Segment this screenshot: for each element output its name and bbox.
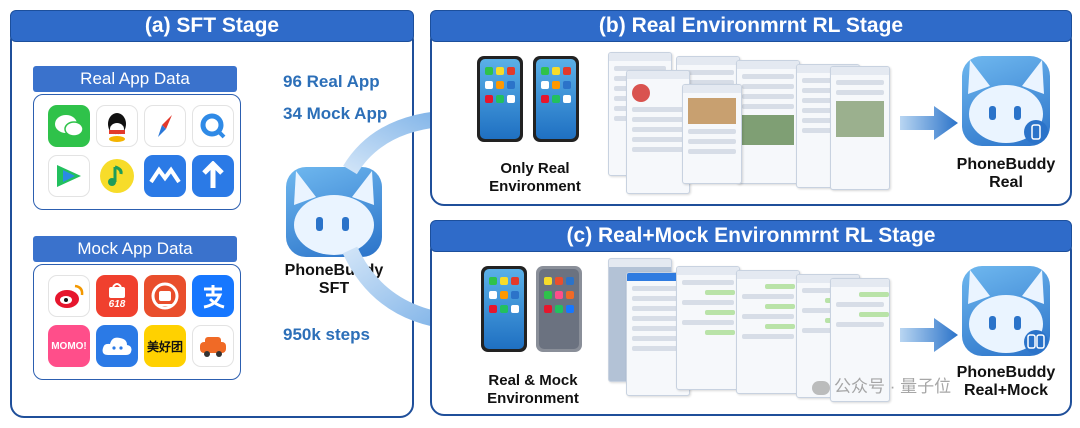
real-screenshot (830, 66, 890, 190)
phonebuddy-real-label-line2: Real (989, 174, 1023, 191)
real-screenshot (736, 60, 800, 184)
mock-app-count: 34 Mock App (283, 104, 388, 123)
search-app-icon (192, 105, 234, 147)
railway-icon (144, 275, 186, 317)
real-phone-1 (477, 56, 523, 142)
phonebuddy-sft-label-line2: SFT (318, 280, 350, 297)
cloud-app-icon (96, 325, 138, 367)
mock-screenshot (736, 270, 800, 394)
navigation-app-icon (192, 155, 234, 197)
real-mock-env-caption-line1: Real & Mock (488, 372, 578, 389)
training-steps: 950k steps (283, 325, 370, 344)
phonebuddy-real-logo (962, 56, 1050, 146)
weibo-icon (48, 275, 90, 317)
real-mock-env-caption: Real & Mock Environment (468, 372, 598, 408)
mock-screenshot (830, 278, 890, 402)
real-phone-2 (533, 56, 579, 142)
real-app-grid (33, 94, 241, 210)
compass-browser-icon (144, 105, 186, 147)
music-app-icon (96, 155, 138, 197)
meituan-label: 美好团 (146, 339, 183, 354)
real-phone-3 (481, 266, 527, 352)
meituan-icon: 美好团 (144, 325, 186, 367)
sft-stage-header: (a) SFT Stage (10, 10, 414, 42)
watermark: 公众号 · 量子位 (812, 372, 951, 397)
momo-label: MOMO! (51, 340, 87, 352)
phonebuddy-sft-logo (286, 167, 382, 257)
wechat-watermark-icon (812, 380, 830, 395)
phonebuddy-real-mock-label-line1: PhoneBuddy (956, 364, 1056, 381)
real-app-data-title: Real App Data (33, 66, 237, 92)
mock-app-data-title: Mock App Data (33, 236, 237, 262)
arrow-to-phonebuddy-real-mock (900, 318, 958, 352)
qq-icon (96, 105, 138, 147)
video-app-icon (48, 155, 90, 197)
mock-app-grid: 618 MOMO! 美好团 (33, 264, 241, 380)
shopping-618-icon: 618 (96, 275, 138, 317)
mock-phone (536, 266, 582, 352)
phonebuddy-real-mock-label: PhoneBuddy Real+Mock (936, 364, 1076, 400)
shopping-618-label: 618 (108, 298, 126, 310)
real-rl-stage-header: (b) Real Environmrnt RL Stage (430, 10, 1072, 42)
watermark-text: 公众号 · 量子位 (834, 377, 952, 396)
phonebuddy-real-mock-logo (962, 266, 1050, 356)
real-env-caption-line2: Environment (489, 178, 581, 195)
real-app-count: 96 Real App (283, 72, 380, 91)
real-env-caption-line1: Only Real (500, 160, 570, 177)
real-screenshot (682, 84, 742, 184)
meeting-app-icon (144, 155, 186, 197)
mock-screenshot (676, 266, 740, 390)
wechat-icon (48, 105, 90, 147)
phonebuddy-real-label: PhoneBuddy Real (936, 156, 1076, 192)
arrow-to-phonebuddy-real (900, 106, 958, 140)
alipay-icon (192, 275, 234, 317)
real-env-caption: Only Real Environment (470, 160, 600, 196)
mock-rl-stage-header: (c) Real+Mock Environmrnt RL Stage (430, 220, 1072, 252)
car-app-icon (192, 325, 234, 367)
phonebuddy-real-mock-label-line2: Real+Mock (963, 382, 1049, 399)
real-mock-env-caption-line2: Environment (487, 390, 579, 407)
phonebuddy-real-label-line1: PhoneBuddy (956, 156, 1056, 173)
momo-icon: MOMO! (48, 325, 90, 367)
real-screenshot (626, 70, 690, 194)
